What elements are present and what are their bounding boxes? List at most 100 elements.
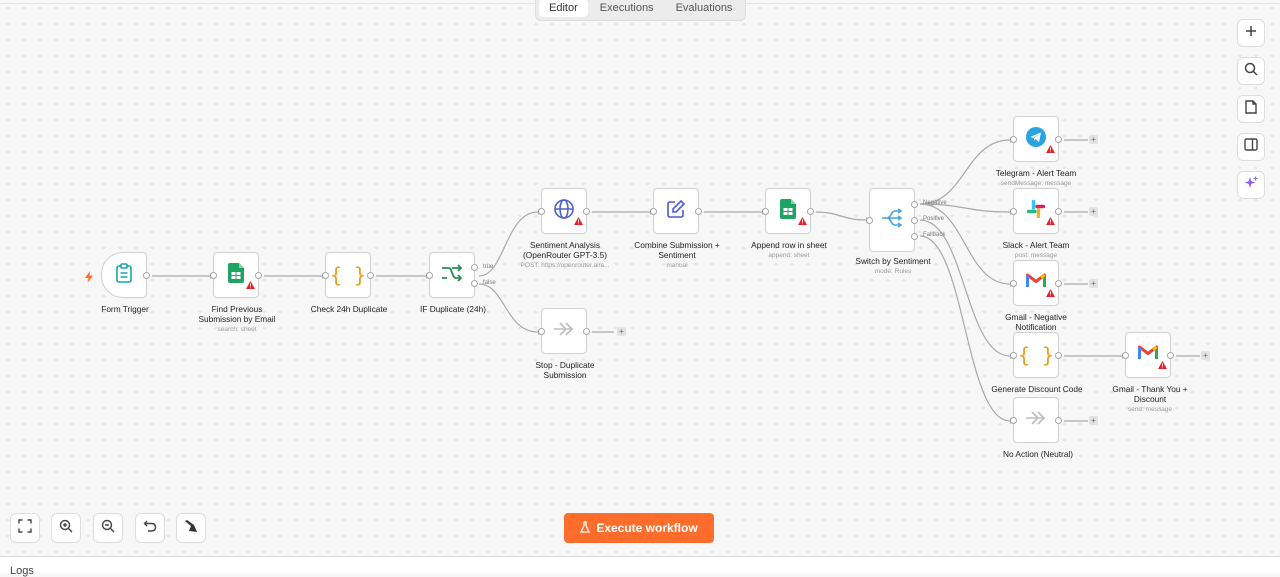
node-label: Gmail - Negative Notification <box>1005 312 1067 332</box>
search-nodes-button[interactable] <box>1237 57 1265 85</box>
gmail-icon <box>1025 272 1047 294</box>
input-handle[interactable] <box>866 217 873 224</box>
add-sticky-note-button[interactable] <box>1237 95 1265 123</box>
add-node-button[interactable]: + <box>1201 351 1210 360</box>
node-gmail-negative[interactable] <box>1010 260 1062 306</box>
output-label-false: false <box>483 280 496 286</box>
add-node-button[interactable]: + <box>617 327 626 336</box>
output-handle[interactable] <box>807 208 814 215</box>
node-label: Check 24h Duplicate <box>310 304 388 314</box>
node-check-24h-duplicate[interactable]: { } <box>322 252 374 298</box>
input-handle[interactable] <box>210 272 217 279</box>
braces-icon: { } <box>1017 343 1055 367</box>
output-handle[interactable] <box>583 208 590 215</box>
tab-executions[interactable]: Executions <box>599 2 654 14</box>
output-handle[interactable] <box>583 328 590 335</box>
node-form-trigger[interactable] <box>101 252 150 298</box>
logs-panel-bar[interactable]: Logs <box>0 556 1280 577</box>
node-gmail-thank-you[interactable] <box>1122 332 1174 378</box>
node-no-action[interactable] <box>1010 397 1062 443</box>
node-combine-submission[interactable] <box>650 188 702 234</box>
node-subtitle: send: message <box>1127 406 1173 413</box>
node-if-duplicate[interactable] <box>426 252 478 298</box>
node-stop-duplicate-submission[interactable] <box>538 308 590 354</box>
input-handle[interactable] <box>1010 136 1017 143</box>
node-find-previous-submission[interactable] <box>210 252 262 298</box>
node-telegram-alert[interactable] <box>1010 116 1062 162</box>
braces-icon: { } <box>329 263 367 287</box>
input-handle[interactable] <box>1010 417 1017 424</box>
input-handle[interactable] <box>1122 352 1129 359</box>
fit-view-button[interactable] <box>10 513 40 543</box>
input-handle[interactable] <box>1010 352 1017 359</box>
output-handle[interactable] <box>1055 136 1062 143</box>
output-handle[interactable] <box>1055 417 1062 424</box>
tab-evaluations[interactable]: Evaluations <box>675 2 733 14</box>
add-node-button[interactable]: + <box>1089 207 1098 216</box>
node-sentiment-analysis[interactable] <box>538 188 590 234</box>
switch-icon <box>881 207 903 233</box>
output-handle-fallback[interactable] <box>911 233 918 240</box>
zoom-in-button[interactable] <box>51 513 81 543</box>
execute-workflow-label: Execute workflow <box>596 521 698 535</box>
output-handle-positive[interactable] <box>911 217 918 224</box>
google-sheets-icon <box>780 198 796 224</box>
execute-workflow-button[interactable]: Execute workflow <box>564 513 714 543</box>
zoom-out-button[interactable] <box>93 513 123 543</box>
sidebar-panel-icon <box>1244 138 1258 156</box>
warning-triangle-icon <box>1158 356 1167 374</box>
node-slack-alert[interactable] <box>1010 188 1062 234</box>
output-handle[interactable] <box>255 272 262 279</box>
zoom-in-icon <box>59 519 73 538</box>
tidy-up-button[interactable] <box>176 513 206 543</box>
output-handle-negative[interactable] <box>911 201 918 208</box>
input-handle[interactable] <box>426 272 433 279</box>
node-label: Stop - Duplicate Submission <box>535 360 595 380</box>
ai-assistant-button[interactable] <box>1237 171 1265 199</box>
output-handle[interactable] <box>695 208 702 215</box>
add-node-button[interactable]: + <box>1089 416 1098 425</box>
search-icon <box>1244 62 1258 81</box>
undo-button[interactable] <box>135 513 165 543</box>
node-generate-discount-code[interactable]: { } <box>1010 332 1062 378</box>
add-node-panel-button[interactable] <box>1237 19 1265 47</box>
node-label: Slack - Alert Team <box>1002 240 1070 250</box>
logs-label: Logs <box>10 565 34 577</box>
input-handle[interactable] <box>650 208 657 215</box>
node-label: Switch by Sentiment <box>855 256 931 266</box>
warning-triangle-icon <box>1046 284 1055 302</box>
node-switch-by-sentiment[interactable] <box>866 188 918 252</box>
input-handle[interactable] <box>762 208 769 215</box>
toggle-panel-button[interactable] <box>1237 133 1265 161</box>
output-handle[interactable] <box>143 272 150 279</box>
node-subtitle: append: sheet <box>768 252 810 259</box>
node-append-row[interactable] <box>762 188 814 234</box>
input-handle[interactable] <box>1010 208 1017 215</box>
warning-triangle-icon <box>798 212 807 230</box>
output-handle[interactable] <box>1055 352 1062 359</box>
output-handle-true[interactable] <box>471 264 478 271</box>
tab-editor[interactable]: Editor <box>539 0 588 17</box>
input-handle[interactable] <box>538 328 545 335</box>
input-handle[interactable] <box>1010 280 1017 287</box>
pencil-square-icon <box>666 199 686 224</box>
globe-icon <box>553 198 575 225</box>
node-subtitle: mode: Rules <box>874 268 912 275</box>
output-label-positive: Positive <box>923 216 945 222</box>
broom-icon <box>184 519 198 538</box>
node-label: Gmail - Thank You + Discount <box>1112 384 1188 404</box>
add-node-button[interactable]: + <box>1089 279 1098 288</box>
output-handle-false[interactable] <box>471 280 478 287</box>
arrows-right-icon <box>1025 410 1047 430</box>
output-handle[interactable] <box>1055 280 1062 287</box>
node-subtitle: manual <box>666 262 688 269</box>
input-handle[interactable] <box>538 208 545 215</box>
input-handle[interactable] <box>322 272 329 279</box>
output-handle[interactable] <box>367 272 374 279</box>
node-subtitle: search: sheet <box>217 326 257 333</box>
trigger-bolt-icon <box>84 270 94 288</box>
output-handle[interactable] <box>1055 208 1062 215</box>
add-node-button[interactable]: + <box>1089 135 1098 144</box>
output-handle[interactable] <box>1167 352 1174 359</box>
